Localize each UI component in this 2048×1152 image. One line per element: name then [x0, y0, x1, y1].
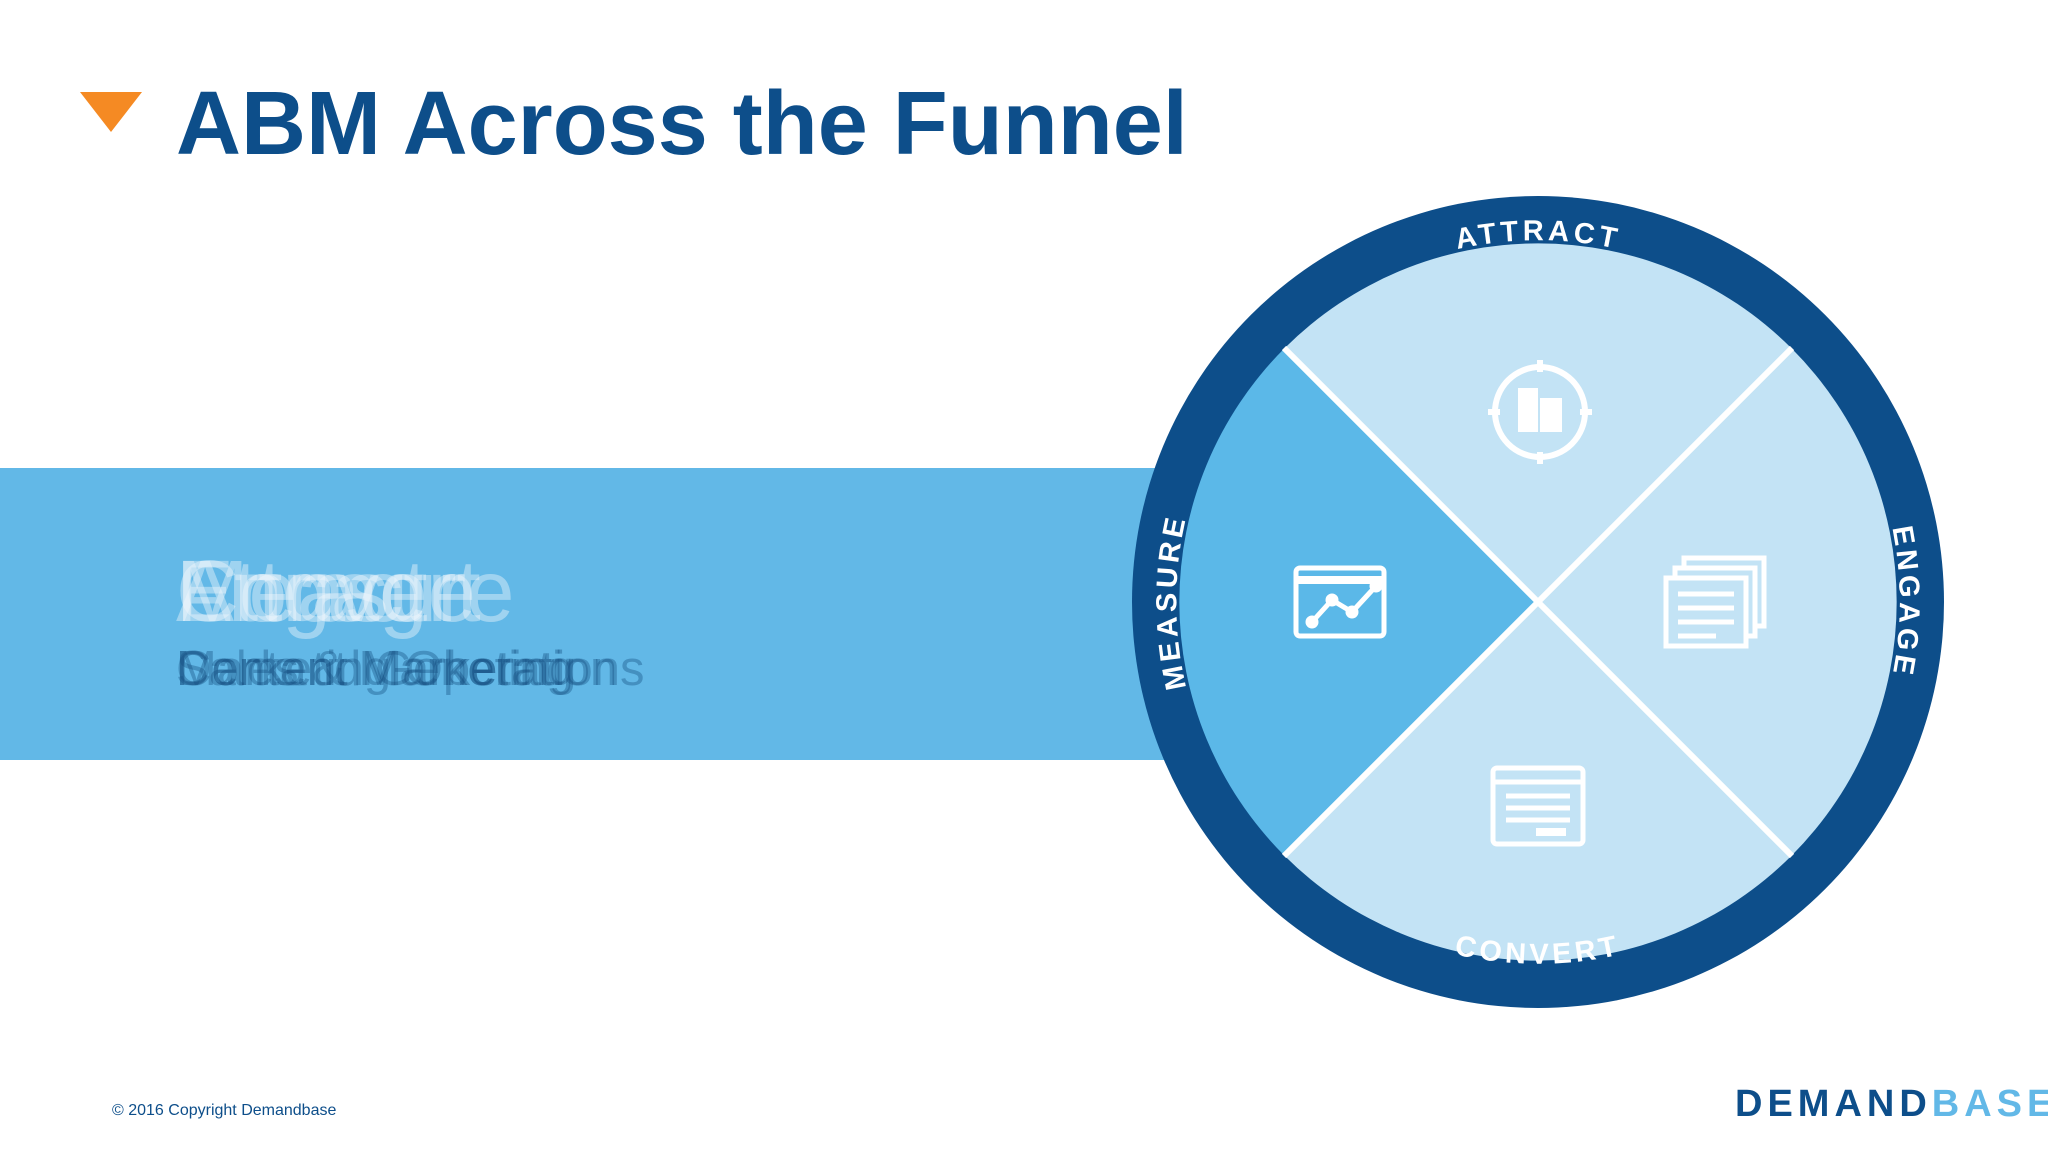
- stage-word-measure: Measure: [176, 543, 515, 640]
- stage-band: [0, 468, 1200, 760]
- triangle-bullet-icon: [80, 92, 142, 132]
- copyright-text: © 2016 Copyright Demandbase: [112, 1102, 337, 1119]
- stage-word-engage: Engage: [176, 543, 476, 640]
- browser-form-icon: [1490, 765, 1586, 847]
- logo-part-demand: DEMAND: [1735, 1083, 1932, 1125]
- stage-word-attract: Attract: [176, 543, 428, 640]
- slide-title: ABM Across the Funnel: [176, 74, 1188, 174]
- line-chart-icon: [1293, 565, 1387, 639]
- target-building-icon: [1488, 360, 1592, 464]
- stage-subtitle-4: Marketing Operations: [176, 642, 645, 696]
- funnel-wheel: ATTRACT CONVERT MEASURE ENGAGE: [1126, 190, 1950, 1014]
- stacked-pages-icon: [1663, 555, 1767, 649]
- demandbase-logo: DEMANDBASE: [1735, 1083, 2048, 1126]
- measure-label: MEASURE: [1151, 511, 1193, 693]
- stage-subtitle-1: Demand Generation: [176, 642, 618, 696]
- logo-part-base: BASE: [1931, 1083, 2048, 1125]
- stage-subtitle-2: Sales & Marketing: [176, 642, 574, 696]
- divider-line: [1281, 345, 1795, 859]
- stage-word-convert: Convert: [176, 543, 481, 640]
- stage-subtitle-3: Content Marketing: [176, 642, 577, 696]
